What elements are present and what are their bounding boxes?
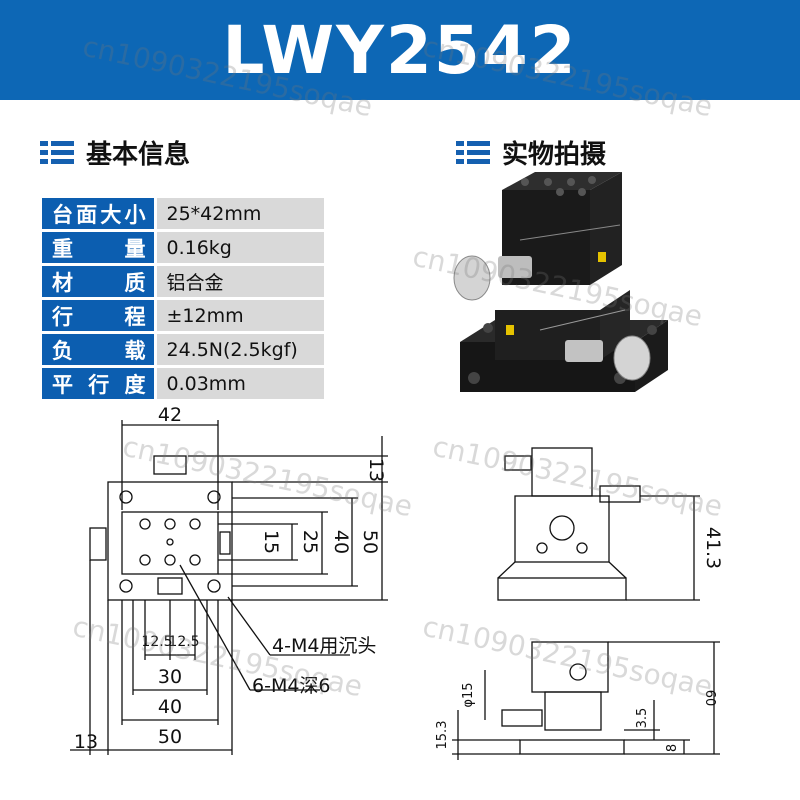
list-icon xyxy=(456,141,490,164)
dim-3-5: 3.5 xyxy=(635,708,650,729)
spec-row: 行程±12mm xyxy=(42,298,324,334)
spec-label: 材质 xyxy=(42,264,157,300)
dim-41-3: 41.3 xyxy=(702,527,724,569)
spec-value: 0.16kg xyxy=(155,230,324,266)
dim-50-vertical: 50 xyxy=(359,530,381,554)
spec-label: 台面大小 xyxy=(42,198,157,232)
dim-40-vertical: 40 xyxy=(330,530,352,554)
dim-25: 25 xyxy=(299,530,321,554)
list-icon xyxy=(40,141,74,164)
dim-12-5-left: 12.5 xyxy=(141,634,172,650)
spec-value: 铝合金 xyxy=(155,264,324,300)
dim-13-bottom: 13 xyxy=(74,731,98,753)
note-counterbore: 4-M4用沉头 xyxy=(272,635,376,657)
dim-8: 8 xyxy=(665,744,680,752)
dim-50-horizontal: 50 xyxy=(158,726,182,748)
dim-42: 42 xyxy=(158,404,182,426)
dim-40-horizontal: 40 xyxy=(158,696,182,718)
spec-value: 25*42mm xyxy=(155,198,324,232)
dim-15-3: 15.3 xyxy=(435,721,450,750)
title-banner: LWY2542 xyxy=(0,0,800,100)
spec-row: 材质铝合金 xyxy=(42,264,324,300)
section-title-basic-info: 基本信息 xyxy=(86,140,191,170)
section-photo: 实物拍摄 xyxy=(456,134,606,171)
dim-13-top: 13 xyxy=(365,458,387,482)
technical-drawing: 42 13 15 25 40 50 12.5 12.5 30 40 50 13 … xyxy=(70,404,724,760)
spec-value: ±12mm xyxy=(155,298,324,334)
spec-label: 行程 xyxy=(42,298,157,334)
spec-label: 负载 xyxy=(42,332,157,368)
spec-value: 24.5N(2.5kgf) xyxy=(155,332,324,368)
dim-60: 60 xyxy=(702,690,717,707)
dim-30: 30 xyxy=(158,666,182,688)
product-photo xyxy=(453,172,668,392)
spec-label: 平行度 xyxy=(42,366,157,402)
dim-12-5-right: 12.5 xyxy=(168,634,199,650)
page-title: LWY2542 xyxy=(222,11,578,89)
spec-label: 重量 xyxy=(42,230,157,266)
dim-phi15: φ15 xyxy=(461,682,476,707)
section-title-photo: 实物拍摄 xyxy=(502,140,607,170)
section-basic-info: 基本信息 xyxy=(40,134,190,171)
spec-value: 0.03mm xyxy=(155,366,324,402)
note-depth: 6-M4深6 xyxy=(252,675,331,697)
dim-15: 15 xyxy=(260,530,282,554)
